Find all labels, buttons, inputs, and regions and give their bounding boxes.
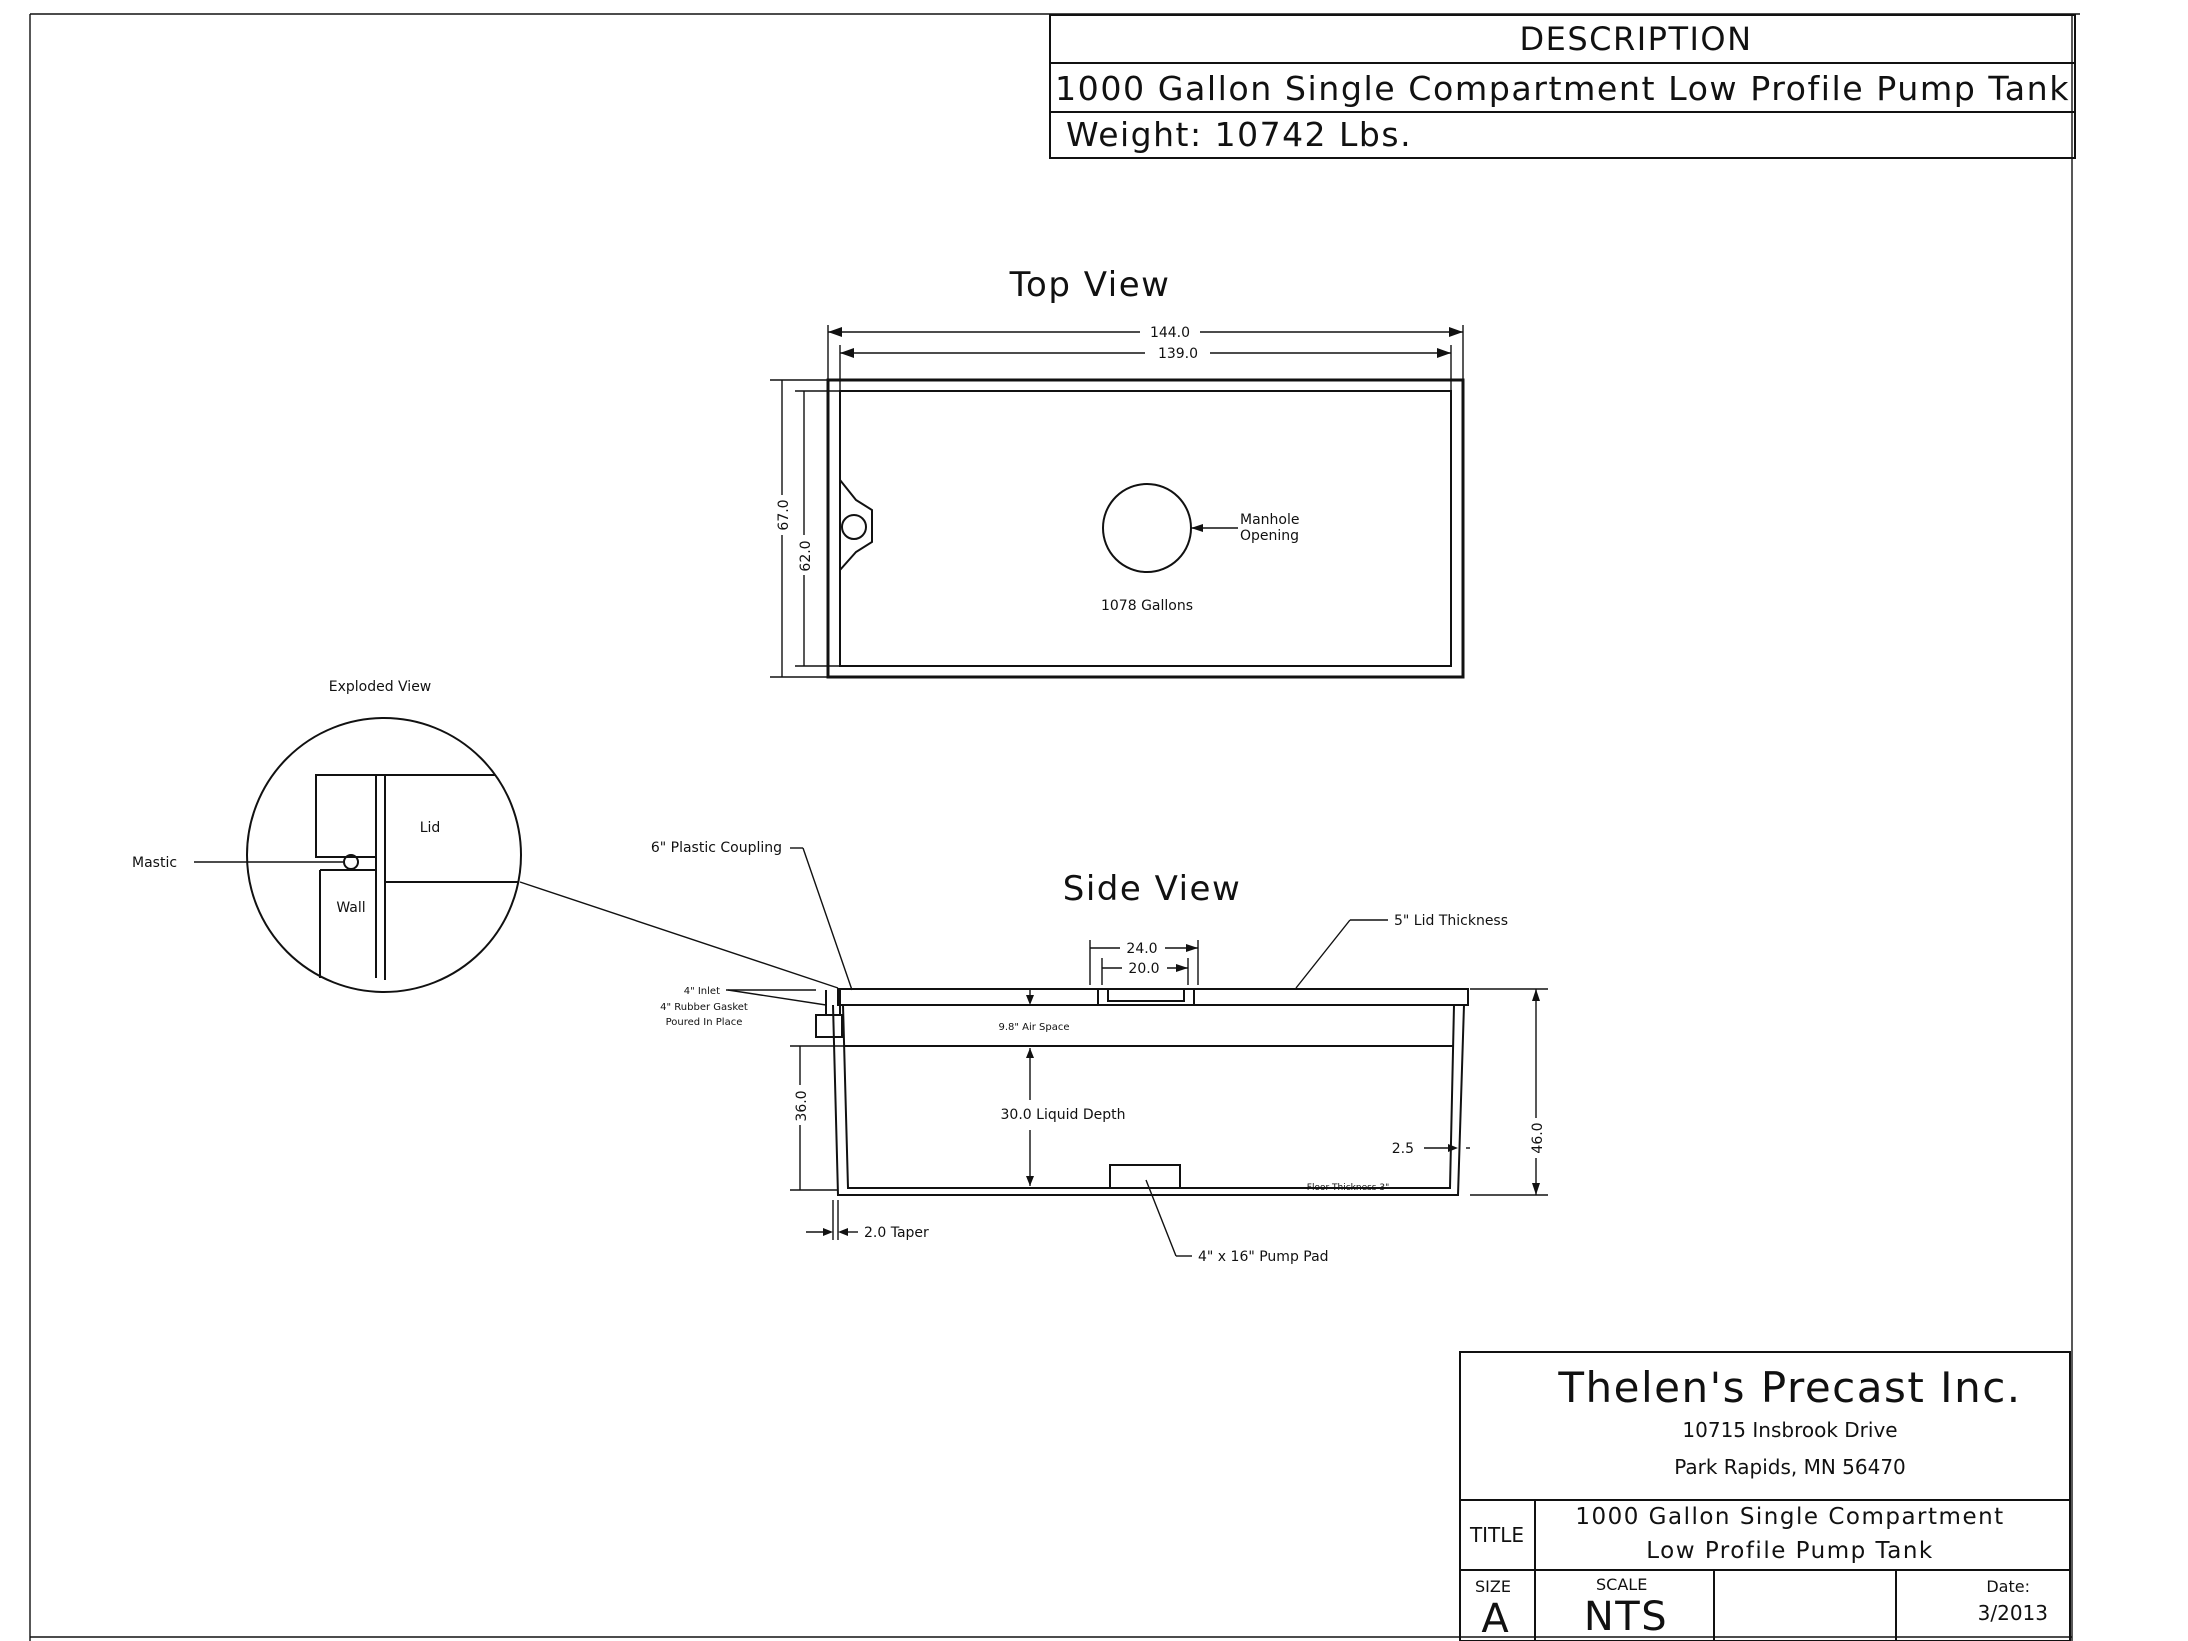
tank-body-inner: [842, 1004, 1455, 1189]
capacity-label: 1078 Gallons: [1101, 598, 1193, 614]
inlet-pipe: [841, 514, 867, 540]
coupling-label: 6" Plastic Coupling: [651, 840, 782, 856]
exploded-circle: [246, 717, 522, 993]
mastic-label: Mastic: [132, 855, 177, 871]
lid-thickness-label: 5" Lid Thickness: [1394, 913, 1508, 929]
scale-label: SCALE: [1596, 1575, 1647, 1594]
dim-20: 20.0: [1128, 961, 1159, 977]
exploded-view: Exploded View Lid Wall Mastic: [132, 679, 839, 993]
tank-outline-inner: [839, 390, 1452, 667]
manhole-riser: [1107, 988, 1185, 1002]
inlet-label: 4" Inlet: [684, 986, 720, 997]
dim-outer-width: 67.0: [776, 499, 792, 530]
floor-thickness-label: Floor Thickness 3": [1307, 1183, 1389, 1193]
dim-inner-width: 62.0: [798, 540, 814, 571]
manhole-label-2: Opening: [1240, 528, 1299, 544]
title-label: TITLE: [1469, 1523, 1524, 1547]
dim-36: 36.0: [794, 1090, 810, 1121]
description-line2: Weight: 10742 Lbs.: [1066, 115, 1412, 154]
liquid-depth-label: 30.0 Liquid Depth: [1001, 1107, 1126, 1123]
dim-outer-length: 144.0: [1150, 325, 1190, 341]
title-line2: Low Profile Pump Tank: [1646, 1538, 1934, 1564]
company-name: Thelen's Precast Inc.: [1557, 1363, 2021, 1412]
inlet-coupling: [815, 1014, 843, 1038]
tank-outline-outer: [826, 378, 1465, 679]
lid-label: Lid: [420, 820, 441, 836]
scale-value: NTS: [1584, 1594, 1668, 1640]
description-header: DESCRIPTION: [1519, 20, 1752, 58]
mastic-bead: [343, 854, 359, 870]
size-label: SIZE: [1475, 1577, 1511, 1596]
wall-label: Wall: [336, 900, 365, 916]
side-view-title: Side View: [1063, 869, 1242, 909]
tank-body-outer: [832, 1004, 1465, 1196]
taper-label: 2.0 Taper: [864, 1225, 929, 1241]
gasket-label-2: Poured In Place: [666, 1017, 743, 1028]
title-block: Thelen's Precast Inc. 10715 Insbrook Dri…: [1459, 1351, 2071, 1641]
pump-pad-label: 4" x 16" Pump Pad: [1198, 1249, 1329, 1265]
title-line1: 1000 Gallon Single Compartment: [1575, 1504, 2004, 1530]
company-address1: 10715 Insbrook Drive: [1682, 1418, 1897, 1442]
inlet-boss: [839, 479, 873, 571]
side-view: Side View 6" Plastic Coupling 5" Lid Thi…: [651, 840, 1548, 1265]
top-view: Top View 144.0 139.0 67.0 62.0: [770, 265, 1465, 679]
tank-lid: [837, 988, 1469, 1006]
gasket-label-1: 4" Rubber Gasket: [660, 1002, 748, 1013]
date-value: 3/2013: [1978, 1601, 2048, 1625]
dim-inner-length: 139.0: [1158, 346, 1198, 362]
description-block: DESCRIPTION 1000 Gallon Single Compartme…: [1049, 14, 2076, 159]
description-line1: 1000 Gallon Single Compartment Low Profi…: [1055, 69, 2070, 108]
dim-46: 46.0: [1530, 1122, 1546, 1153]
manhole-opening: [1102, 483, 1192, 573]
pump-pad: [1109, 1164, 1181, 1189]
dim-2-5: 2.5: [1392, 1141, 1414, 1157]
air-space-label: 9.8" Air Space: [998, 1022, 1069, 1033]
lid-left-block: [315, 774, 377, 858]
dim-24: 24.0: [1126, 941, 1157, 957]
size-value: A: [1481, 1596, 1509, 1641]
top-view-title: Top View: [1009, 265, 1171, 305]
manhole-label-1: Manhole: [1240, 512, 1299, 528]
exploded-view-title: Exploded View: [329, 679, 432, 695]
date-label: Date:: [1986, 1577, 2030, 1596]
company-address2: Park Rapids, MN 56470: [1674, 1455, 1906, 1479]
